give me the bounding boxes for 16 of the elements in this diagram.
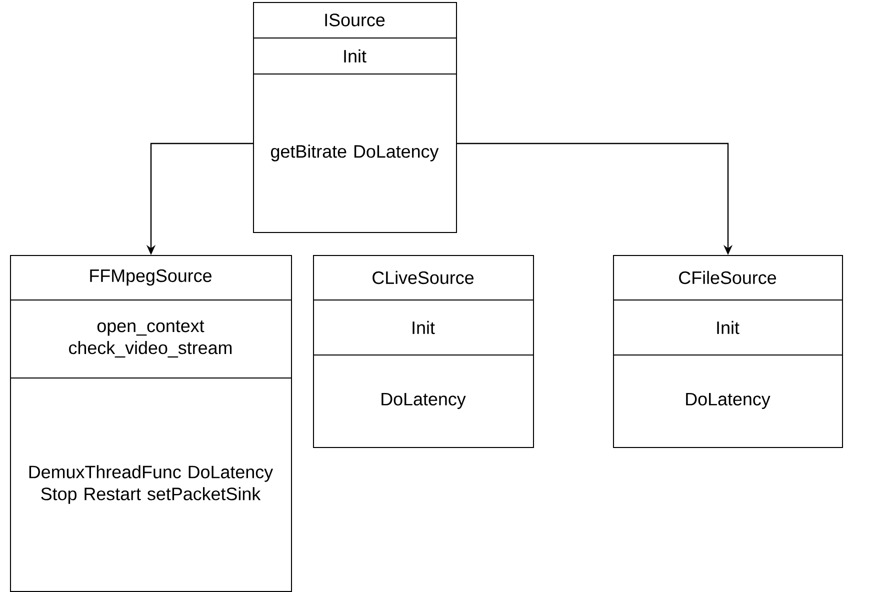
class-name: ISource — [325, 14, 385, 26]
attribute-list: Init — [717, 320, 740, 334]
class-name: CFileSource — [679, 270, 776, 284]
attribute-list: Init — [344, 49, 366, 63]
method-list: DemuxThreadFunc DoLatency Stop Restart setPacketSink — [29, 465, 274, 504]
class-name: CLiveSource — [372, 270, 474, 284]
class-box — [10, 255, 292, 592]
class-box — [612, 255, 843, 448]
class-name: FFMpegSource — [90, 269, 212, 286]
class-box — [312, 255, 534, 448]
attribute-list: Init — [412, 320, 435, 334]
method-list: DoLatency — [686, 392, 770, 410]
method-list: getBitrate DoLatency — [271, 144, 439, 162]
method-list: DoLatency — [382, 392, 466, 410]
attribute-list: open_context check_video_stream — [69, 320, 232, 358]
class-box — [252, 2, 457, 233]
